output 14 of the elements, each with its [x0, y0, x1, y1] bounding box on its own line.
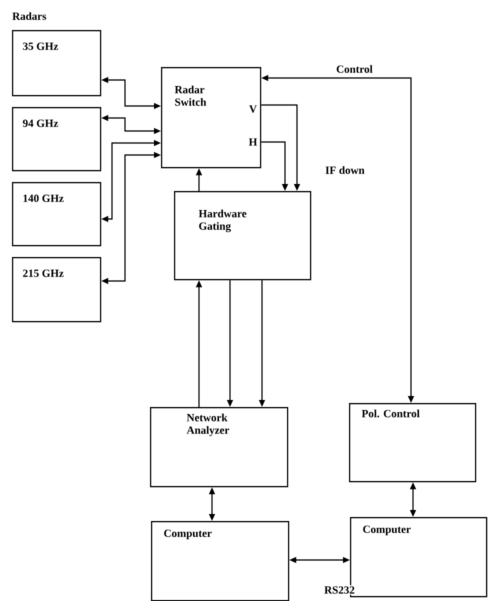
- block-box: Network Analyzer: [150, 407, 288, 488]
- block-box: Hardware Gating: [174, 191, 312, 280]
- note-label: Radars: [12, 12, 46, 20]
- block-box: Computer: [151, 521, 290, 601]
- port-label: H: [248, 138, 258, 146]
- edge-label: Control: [335, 64, 374, 74]
- block-box: Pol. Control: [349, 403, 476, 482]
- block-box: 94 GHz: [12, 107, 102, 172]
- block-box: 215 GHz: [12, 257, 102, 322]
- edge-label: RS232: [323, 585, 356, 595]
- note-label: IF down: [326, 166, 364, 174]
- block-box: 140 GHz: [12, 182, 102, 246]
- port-label: V: [249, 105, 257, 113]
- block-box: 35 GHz: [12, 30, 102, 96]
